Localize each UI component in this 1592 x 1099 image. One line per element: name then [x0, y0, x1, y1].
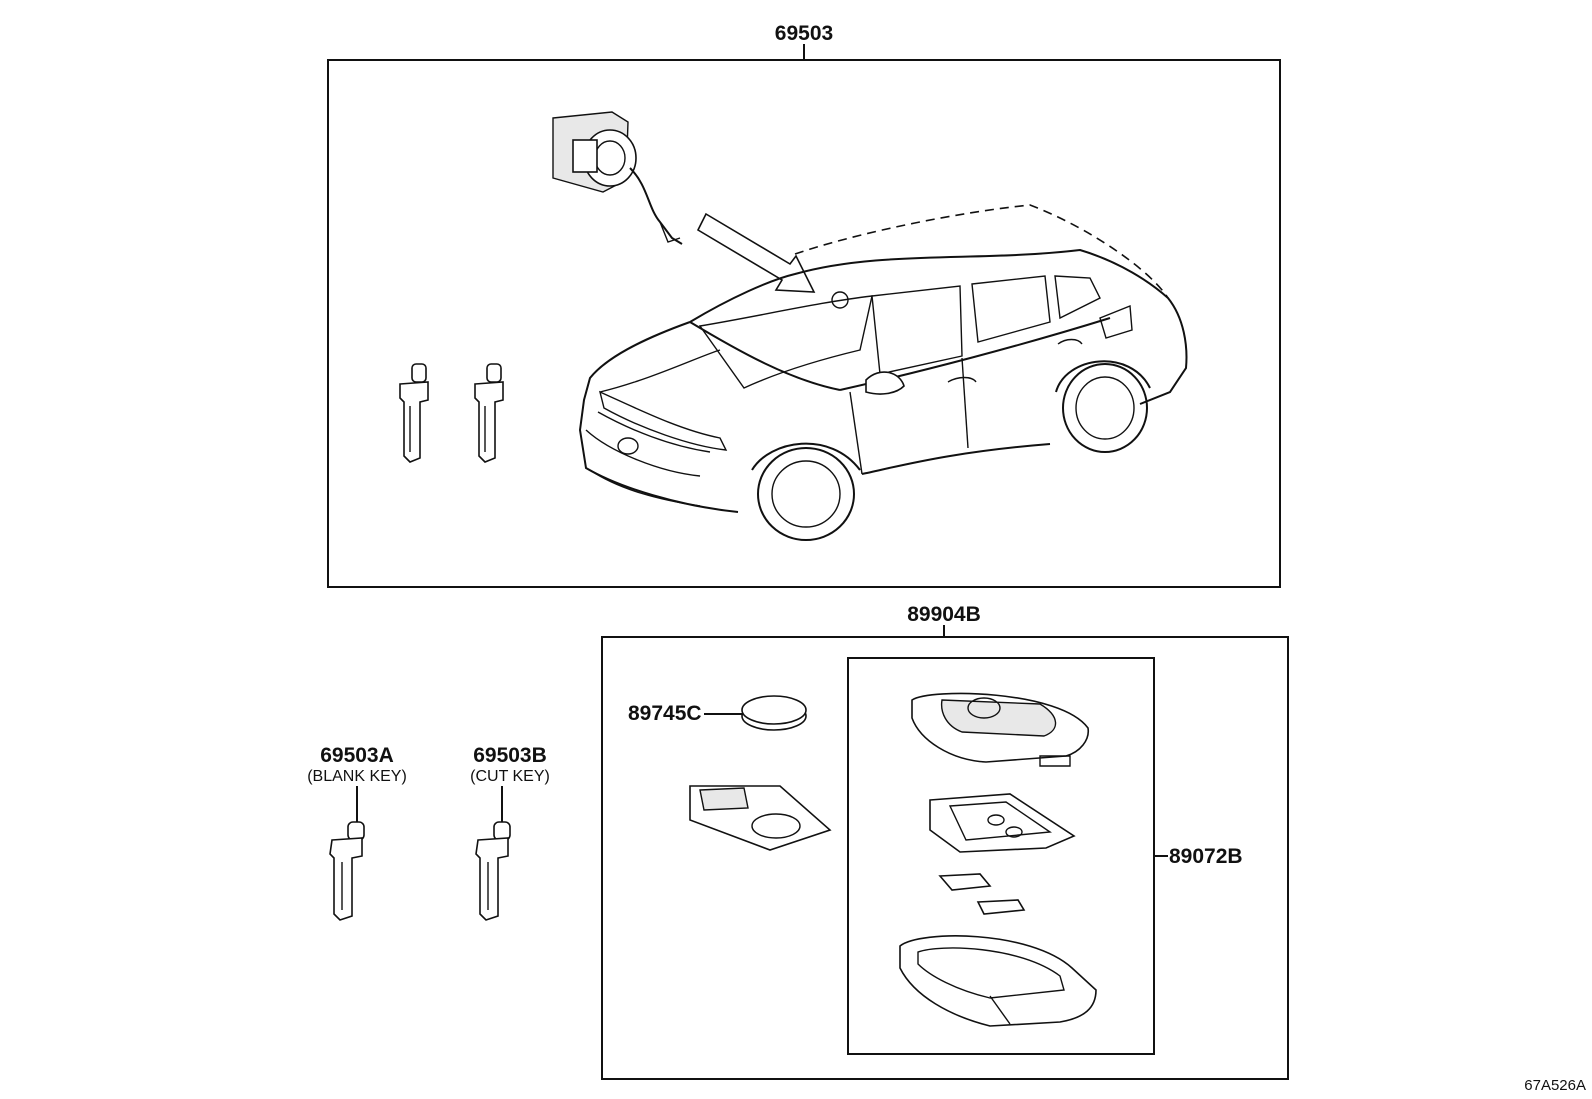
kit-key-2 — [474, 363, 504, 463]
label-89904B: 89904B — [907, 603, 981, 626]
coin-battery-part — [741, 695, 807, 731]
label-69503A: 69503A — [320, 744, 394, 767]
label-69503B: 69503B — [473, 744, 547, 767]
switch-parts — [938, 873, 1026, 915]
circuit-board-part — [689, 785, 832, 851]
label-69503: 69503 — [775, 22, 833, 45]
case-bottom-part — [899, 935, 1097, 1027]
label-blank-key: (BLANK KEY) — [307, 768, 407, 785]
case-tray-part — [929, 793, 1076, 853]
cut-key-part — [475, 821, 511, 921]
push-start-switch-part — [552, 111, 683, 245]
label-cut-key: (CUT KEY) — [470, 768, 550, 785]
case-top-part — [911, 692, 1090, 767]
diagram-ref-code: 67A526A — [1524, 1077, 1586, 1094]
blank-key-part — [329, 821, 365, 921]
location-arrow — [696, 212, 816, 293]
label-89745C: 89745C — [628, 702, 702, 725]
label-89072B: 89072B — [1169, 845, 1243, 868]
kit-key-1 — [399, 363, 429, 463]
car-illustration — [578, 204, 1188, 541]
kit-69503-box — [327, 59, 1281, 588]
